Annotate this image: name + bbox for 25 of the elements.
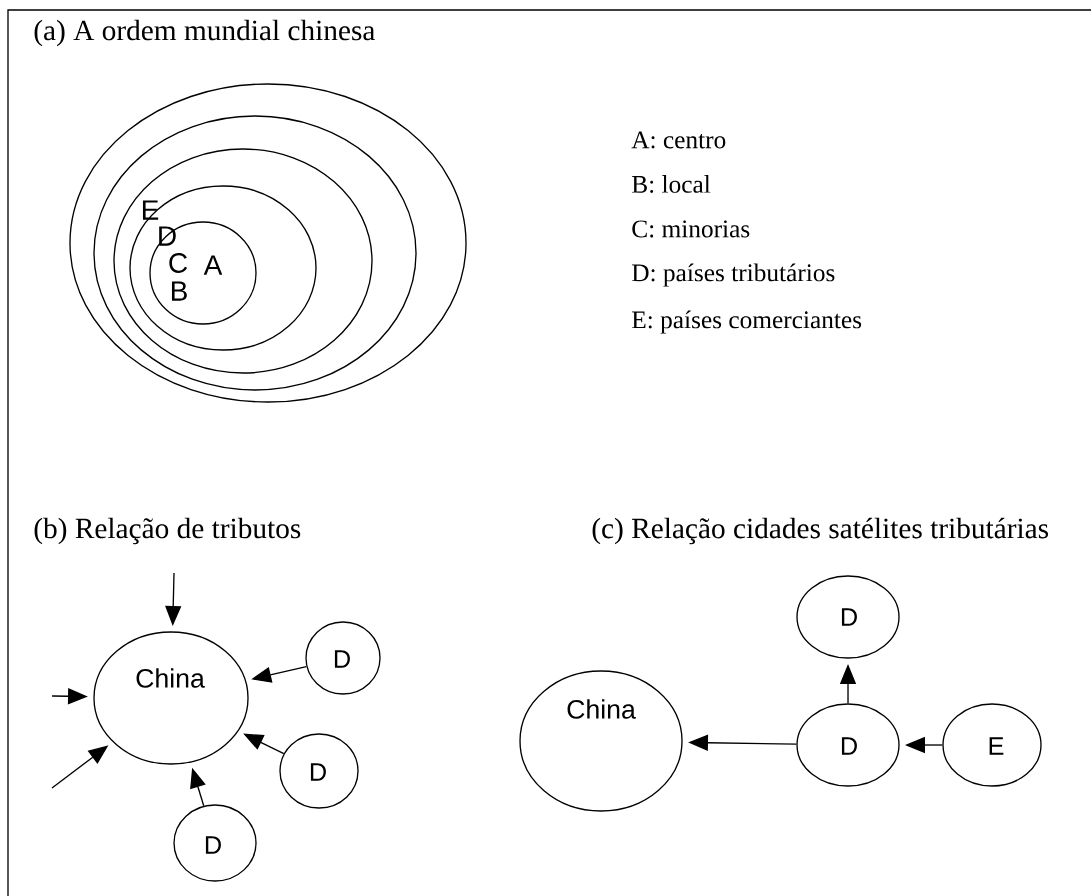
key-text: B: local: [632, 175, 711, 193]
panel-title: (b) Relação de tributos: [34, 517, 301, 545]
ring-letter: B: [171, 281, 187, 301]
ring-ellipse: [69, 83, 467, 403]
key-text: E: países comerciantes: [632, 310, 862, 334]
ring-letter: C: [169, 253, 188, 273]
ring-ellipse: [113, 148, 373, 374]
ring-ellipse: [129, 185, 317, 351]
panel-title: (a) A ordem mundial chinesa: [34, 19, 375, 47]
ellipse-node: China: [93, 631, 249, 765]
ellipse-node: D: [305, 621, 381, 695]
ellipse-node: D: [173, 804, 257, 882]
ellipse-node: E: [942, 703, 1042, 787]
ellipse-node: D: [279, 733, 359, 809]
key-text: C: minorias: [632, 220, 750, 238]
ellipse-node: D: [796, 575, 900, 659]
ring-ellipse: [93, 115, 417, 391]
ellipse-node: D: [796, 703, 900, 787]
ring-letter: E: [142, 200, 159, 220]
ellipse-node: China: [519, 670, 683, 812]
panel-title: (c) Relação cidades satélites tributárias: [592, 517, 1048, 545]
ring-ellipse: [149, 221, 257, 325]
key-text: A: centro: [631, 131, 726, 149]
ring-letter: A: [203, 255, 223, 275]
key-text: D: países tributários: [632, 263, 835, 287]
